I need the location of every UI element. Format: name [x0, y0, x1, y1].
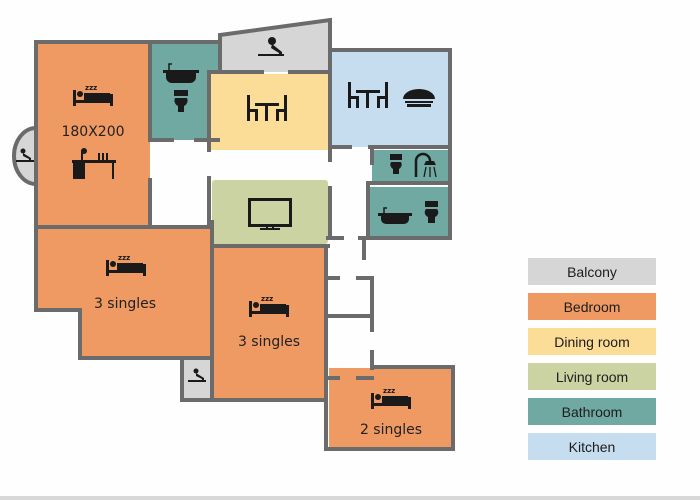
- room-label-right: 2 singles: [360, 422, 422, 438]
- room-label-master: 180X200: [61, 124, 124, 140]
- svg-text:zzz: zzz: [383, 387, 395, 395]
- toilet-icon: [390, 154, 402, 174]
- bathtub-icon: [378, 207, 412, 224]
- legend-dining: Dining room: [528, 328, 656, 355]
- bed-sleep-icon: zzz: [73, 84, 113, 106]
- bed-sleep-icon: zzz: [371, 387, 411, 409]
- room-bedroom-center: [213, 248, 325, 398]
- pie-icon: [403, 89, 435, 107]
- icons: zzz: [16, 37, 439, 409]
- desk-icon: [72, 148, 116, 179]
- bathtub-icon: [163, 63, 199, 83]
- legend-label: Bedroom: [563, 298, 621, 315]
- tv-icon: [248, 198, 292, 230]
- lounge-chair-icon: [16, 148, 34, 162]
- dining-table-icon: [348, 82, 388, 108]
- room-kitchen: [332, 52, 450, 147]
- svg-text:zzz: zzz: [85, 84, 97, 92]
- room-living: [212, 180, 328, 244]
- room-balcony-small: [183, 359, 211, 399]
- lounge-chair-icon: [188, 368, 206, 382]
- legend-balcony: Balcony: [528, 258, 656, 285]
- legend-kitchen: Kitchen: [528, 433, 656, 460]
- shower-icon: [414, 152, 437, 178]
- room-bedroom-left: [36, 228, 210, 356]
- bed-sleep-icon: zzz: [249, 295, 289, 317]
- svg-text:zzz: zzz: [261, 295, 273, 303]
- legend-label: Dining room: [554, 333, 630, 350]
- legend-label: Kitchen: [568, 438, 616, 455]
- room-bathroom-right-1: [372, 150, 450, 183]
- bed-sleep-icon: zzz: [106, 254, 146, 276]
- dining-table-icon: [247, 95, 287, 121]
- legend-label: Bathroom: [561, 403, 623, 420]
- room-dining: [210, 74, 328, 150]
- lounge-chair-icon: [258, 37, 284, 56]
- room-bedroom-right: [329, 368, 453, 449]
- legend-label: Balcony: [567, 263, 617, 280]
- legend-bedroom: Bedroom: [528, 293, 656, 320]
- svg-text:zzz: zzz: [118, 254, 130, 262]
- room-label-center: 3 singles: [238, 334, 300, 350]
- walls: [34, 17, 455, 451]
- room-label-left: 3 singles: [94, 296, 156, 312]
- legend: Balcony Bedroom Dining room Living room …: [528, 258, 656, 468]
- legend-living: Living room: [528, 363, 656, 390]
- room-master-bedroom: [36, 42, 150, 227]
- legend-bathroom: Bathroom: [528, 398, 656, 425]
- room-fills: [12, 20, 453, 449]
- legend-label: Living room: [555, 368, 629, 385]
- toilet-icon: [174, 90, 188, 112]
- toilet-icon: [424, 201, 439, 223]
- bottom-divider: [0, 496, 700, 500]
